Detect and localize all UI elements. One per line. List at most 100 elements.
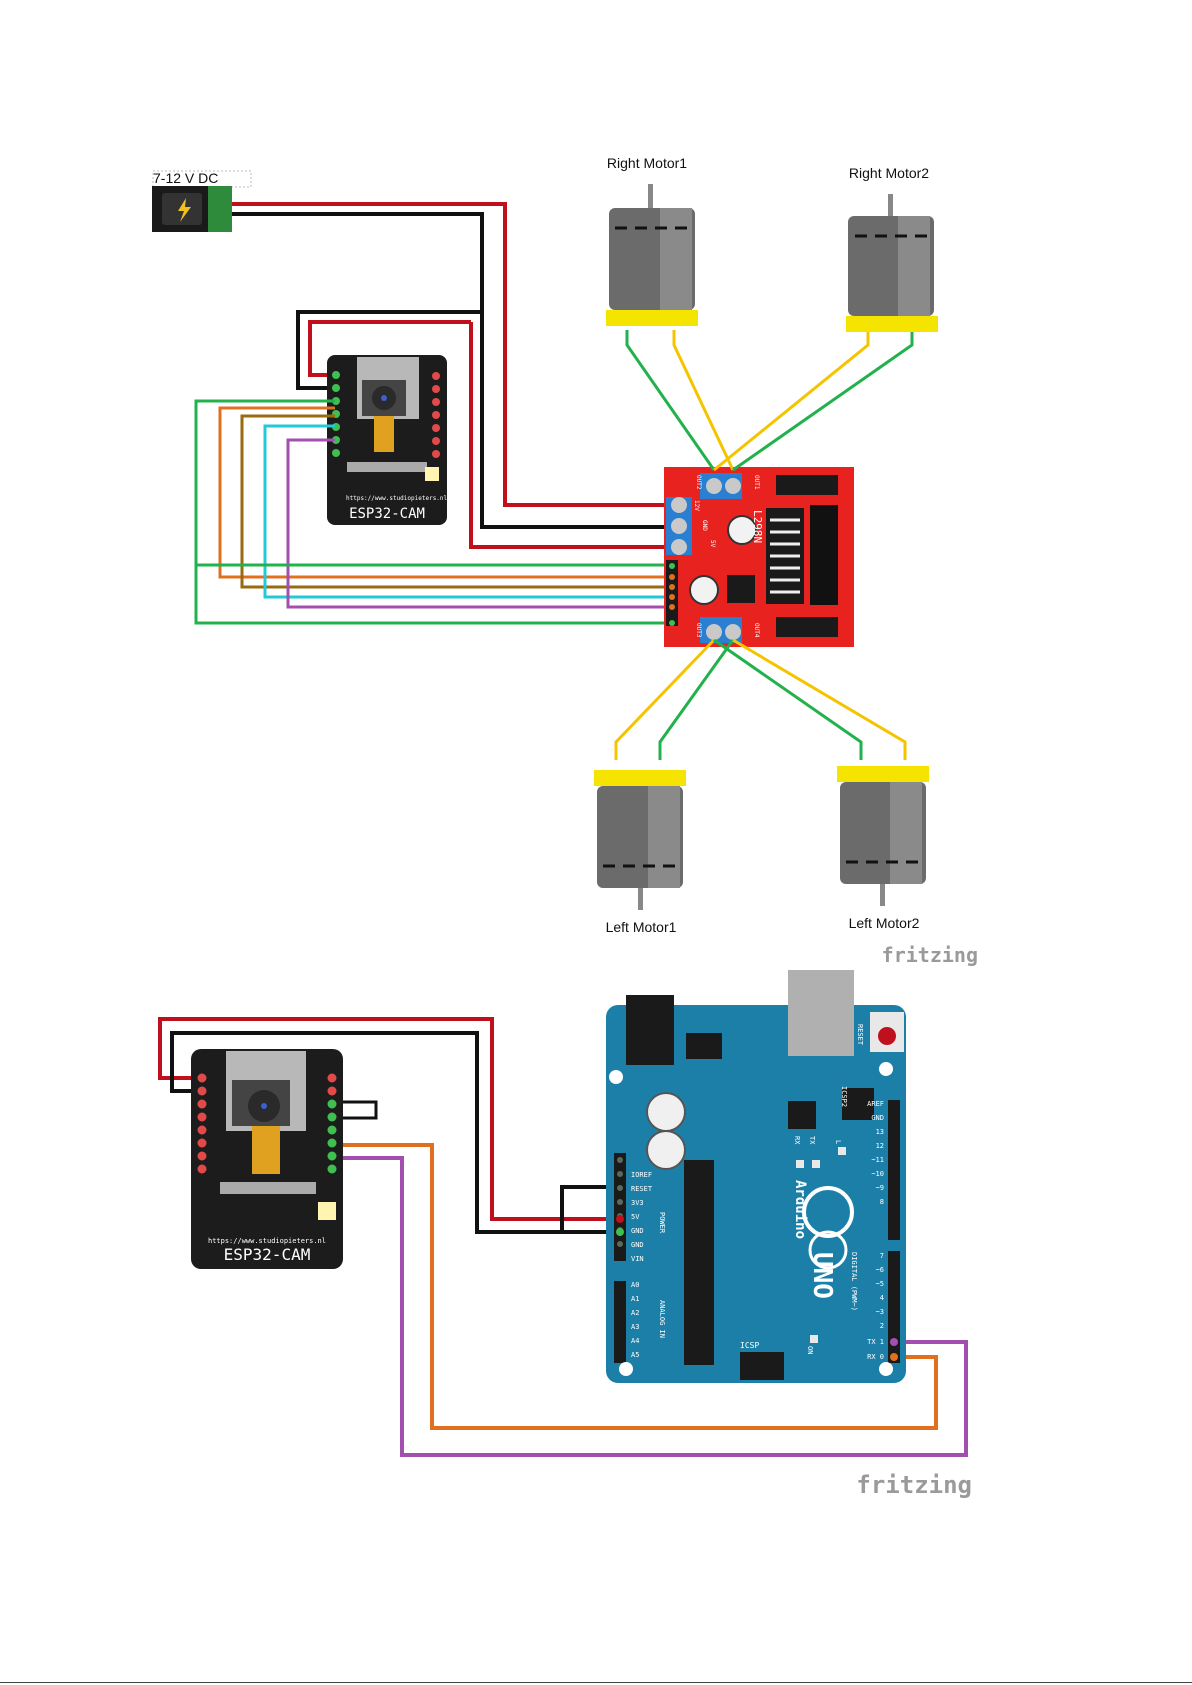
wire-in-cyan (263, 424, 668, 599)
uno-pin-11: ~11 (871, 1156, 884, 1164)
wire-uno-reset-gnd (560, 1185, 616, 1234)
uno-analog-title: ANALOG IN (658, 1300, 666, 1338)
driver-pin-out2: OUT2 (695, 475, 702, 490)
wire-lm2-green (713, 638, 863, 760)
uno-model: UNO (807, 1252, 837, 1299)
uno-pin-8: 8 (880, 1198, 884, 1206)
uno-pin-5: ~5 (876, 1280, 884, 1288)
arduino-infinity-logo (802, 1186, 854, 1238)
power-label: 7-12 V DC (153, 170, 218, 186)
motor-right-1 (606, 184, 698, 326)
atmega-chip (684, 1160, 714, 1365)
uno-pin-vin: VIN (631, 1255, 644, 1263)
uno-pin-dgnd: GND (871, 1114, 884, 1122)
esp1-url: https://www.studiopieters.nl (346, 495, 448, 502)
wire-lm2-yellow (732, 638, 907, 760)
uno-brand: Arduino (792, 1180, 808, 1239)
uno-pin-ioref: IOREF (631, 1171, 652, 1179)
uno-pin-9: ~9 (876, 1184, 884, 1192)
driver-pin-out1: OUT1 (753, 475, 760, 490)
uno-pin-7: 7 (880, 1252, 884, 1260)
uno-pin-tx1: TX 1 (867, 1338, 884, 1346)
esp2-label: ESP32-CAM (224, 1245, 311, 1264)
uno-pin-3: ~3 (876, 1308, 884, 1316)
arduino-uno (606, 970, 906, 1383)
uno-icsp2: ICSP2 (840, 1086, 848, 1107)
esp32-cam-board-2 (191, 1049, 343, 1269)
uno-pin-13: 13 (876, 1128, 884, 1136)
driver-label: L298N (751, 510, 764, 543)
motor-left-1 (594, 770, 686, 910)
uno-pin-a3: A3 (631, 1323, 639, 1331)
label-right-motor-2: Right Motor2 (849, 165, 929, 181)
uno-pin-gnd1: GND (631, 1227, 644, 1235)
uno-power-header-labels: IOREF RESET 3V3 5V GND GND VIN POWER (631, 1171, 666, 1263)
uno-pin-6: ~6 (876, 1266, 884, 1274)
motor-right-2 (846, 194, 938, 332)
wire-rm1-green (625, 330, 716, 471)
driver-pin-out4: OUT4 (753, 623, 760, 638)
uno-pin-4: 4 (880, 1294, 884, 1302)
uno-pin-a0: A0 (631, 1281, 639, 1289)
driver-pin-out3: OUT3 (695, 623, 702, 638)
driver-pin-5v: 5V (709, 540, 716, 548)
uno-pin-5v: 5V (631, 1213, 640, 1221)
wire-in-green-outer (194, 399, 668, 625)
uno-tx-label: TX (808, 1136, 816, 1145)
wire-in-orange (218, 406, 668, 579)
wire-esp-gnd (296, 310, 482, 390)
wire-esp-to-tx (336, 1156, 968, 1457)
esp32-cam-board-1 (327, 355, 447, 525)
wire-esp-gnd-to-uno (170, 1031, 616, 1234)
motor-left-2 (837, 766, 929, 906)
driver-pin-12v: 12V (693, 500, 700, 511)
wire-esp-io0-gnd (336, 1100, 378, 1120)
uno-pin-a5: A5 (631, 1351, 639, 1359)
dc-jack (626, 995, 674, 1065)
esp1-label: ESP32-CAM (349, 506, 425, 522)
diagram-1: 7-12 V DC h (152, 155, 978, 967)
wire-rm2-yellow (713, 330, 870, 472)
wire-lm1-yellow (614, 638, 716, 760)
esp2-url: https://www.studiopieters.nl (208, 1237, 326, 1245)
wire-rm2-green (732, 330, 914, 472)
driver-pin-gnd: GND (701, 520, 708, 531)
wire-esp-5v-to-uno (158, 1017, 616, 1221)
uno-pin-a1: A1 (631, 1295, 639, 1303)
wire-esp-to-rx (336, 1143, 938, 1430)
l298n-driver (664, 467, 854, 647)
uno-pin-2: 2 (880, 1322, 884, 1330)
uno-pin-12: 12 (876, 1142, 884, 1150)
uno-pin-a4: A4 (631, 1337, 639, 1345)
wire-power-positive (232, 202, 668, 507)
uno-digital-title: DIGITAL (PWM~) (850, 1252, 858, 1311)
uno-l-label: L (834, 1140, 842, 1144)
power-jack (152, 170, 252, 232)
label-left-motor-1: Left Motor1 (606, 919, 677, 935)
page-bottom-rule (0, 1682, 1192, 1683)
reset-button[interactable] (878, 1027, 896, 1045)
fritzing-logo-1: fritzing (882, 943, 978, 967)
uno-pin-reset: RESET (631, 1185, 653, 1193)
wire-in-purple (286, 438, 668, 609)
wire-lm1-green (658, 639, 735, 760)
uno-pin-3v3: 3V3 (631, 1199, 644, 1207)
diagram-2: https://www.studiopieters.nl ESP32-CAM (158, 970, 972, 1499)
uno-digital-header-labels: AREF GND 13 12 ~11 ~10 ~9 8 7 ~6 ~5 4 ~3… (850, 1100, 884, 1361)
uno-analog-header-labels: A0 A1 A2 A3 A4 A5 ANALOG IN (631, 1281, 666, 1359)
wire-power-ground (232, 212, 668, 529)
uno-rx-label: RX (793, 1136, 801, 1145)
usb-port (788, 970, 854, 1056)
fritzing-logo-2: fritzing (856, 1471, 972, 1499)
uno-on-label: ON (806, 1346, 814, 1354)
uno-icsp: ICSP (740, 1341, 759, 1350)
uno-pin-a2: A2 (631, 1309, 639, 1317)
lightning-icon (178, 198, 191, 222)
wire-in-brown (240, 414, 668, 589)
uno-pin-aref: AREF (867, 1100, 884, 1108)
uno-pin-10: ~10 (871, 1170, 884, 1178)
wire-esp-5v (308, 320, 471, 377)
uno-pin-rx0: RX 0 (867, 1353, 884, 1361)
wire-driver-5v (469, 322, 668, 549)
